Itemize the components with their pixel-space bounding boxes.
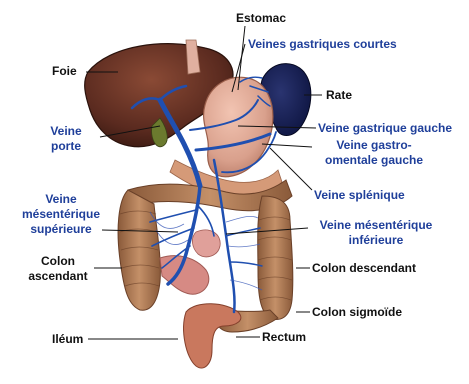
label-rectum: Rectum bbox=[262, 330, 306, 345]
esophagus bbox=[186, 40, 200, 74]
label-veine-gastro-omentale-gauche: Veine gastro- omentale gauche bbox=[316, 138, 432, 168]
label-veine-mes-inf-line1: Veine mésentérique bbox=[310, 218, 442, 233]
label-veines-gastriques-courtes: Veines gastriques courtes bbox=[248, 37, 397, 52]
label-veine-mesenterique-inferieure: Veine mésentérique inférieure bbox=[310, 218, 442, 248]
label-veine-mes-sup-line1: Veine bbox=[18, 192, 104, 207]
label-veine-porte: Veine porte bbox=[38, 124, 94, 154]
label-veine-mesenterique-superieure: Veine mésentérique supérieure bbox=[18, 192, 104, 237]
descending-colon bbox=[258, 196, 293, 319]
label-ileum: Iléum bbox=[52, 332, 83, 347]
label-colon-descendant: Colon descendant bbox=[312, 261, 416, 276]
label-veine-mes-sup-line2: mésentérique bbox=[18, 207, 104, 222]
label-veine-porte-line2: porte bbox=[38, 139, 94, 154]
label-veine-mes-inf-line2: inférieure bbox=[310, 233, 442, 248]
label-colon-ascendant: Colon ascendant bbox=[22, 254, 94, 284]
label-colon-ascendant-line1: Colon bbox=[22, 254, 94, 269]
label-veine-gastrique-gauche: Veine gastrique gauche bbox=[318, 121, 452, 136]
label-foie: Foie bbox=[52, 64, 77, 79]
label-veine-splenique: Veine splénique bbox=[314, 188, 405, 203]
small-intestine-loop bbox=[192, 230, 220, 257]
label-colon-ascendant-line2: ascendant bbox=[22, 269, 94, 284]
label-rate: Rate bbox=[326, 88, 352, 103]
label-colon-sigmoide: Colon sigmoïde bbox=[312, 305, 402, 320]
rectum bbox=[184, 304, 241, 368]
label-veine-gastro-omentale-line1: Veine gastro- bbox=[316, 138, 432, 153]
label-veine-porte-line1: Veine bbox=[38, 124, 94, 139]
label-estomac: Estomac bbox=[226, 11, 296, 26]
label-veine-mes-sup-line3: supérieure bbox=[18, 222, 104, 237]
ascending-colon bbox=[118, 190, 160, 310]
label-veine-gastro-omentale-line2: omentale gauche bbox=[316, 153, 432, 168]
